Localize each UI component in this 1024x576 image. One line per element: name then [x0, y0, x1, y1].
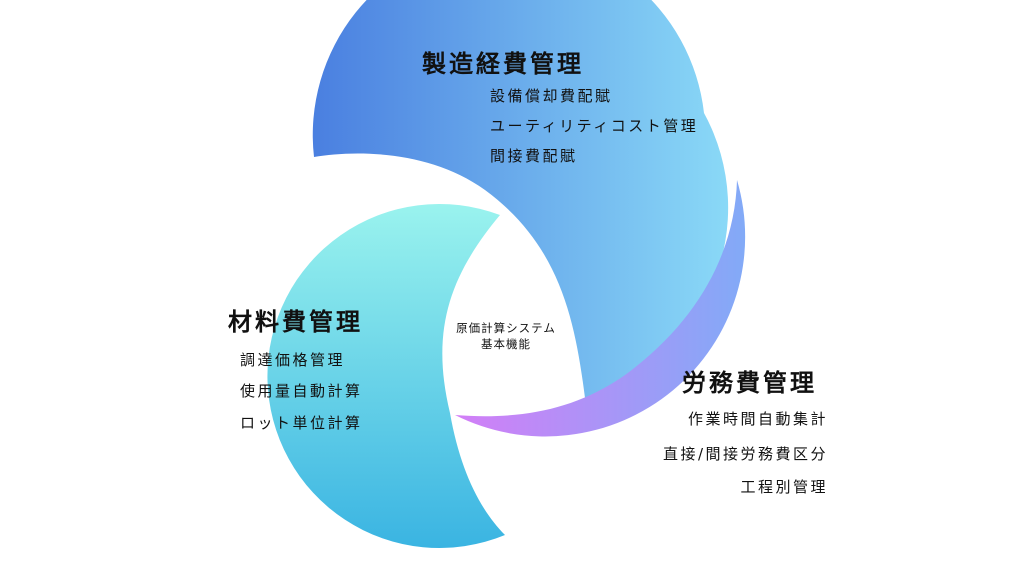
material-item: 使用量自動計算 [240, 382, 363, 400]
material-item: 調達価格管理 [240, 351, 346, 369]
overhead-item: ユーティリティコスト管理 [490, 117, 699, 135]
overhead-item: 間接費配賦 [490, 147, 578, 165]
center-label-line2: 基本機能 [481, 337, 531, 351]
labor-item: 直接/間接労務費区分 [662, 445, 828, 463]
overhead-petal [312, 0, 729, 398]
material-petal [267, 203, 505, 548]
labor-item: 工程別管理 [740, 478, 828, 496]
center-label-line1: 原価計算システム [456, 321, 556, 335]
labor-item: 作業時間自動集計 [687, 410, 828, 428]
overhead-item: 設備償却費配賦 [490, 87, 613, 105]
material-title: 材料費管理 [228, 308, 363, 336]
labor-petal [455, 180, 746, 437]
labor-title: 労務費管理 [682, 369, 817, 397]
material-item: ロット単位計算 [240, 414, 363, 432]
overhead-title: 製造経費管理 [422, 50, 584, 78]
center-label: 原価計算システム 基本機能 [436, 320, 576, 352]
